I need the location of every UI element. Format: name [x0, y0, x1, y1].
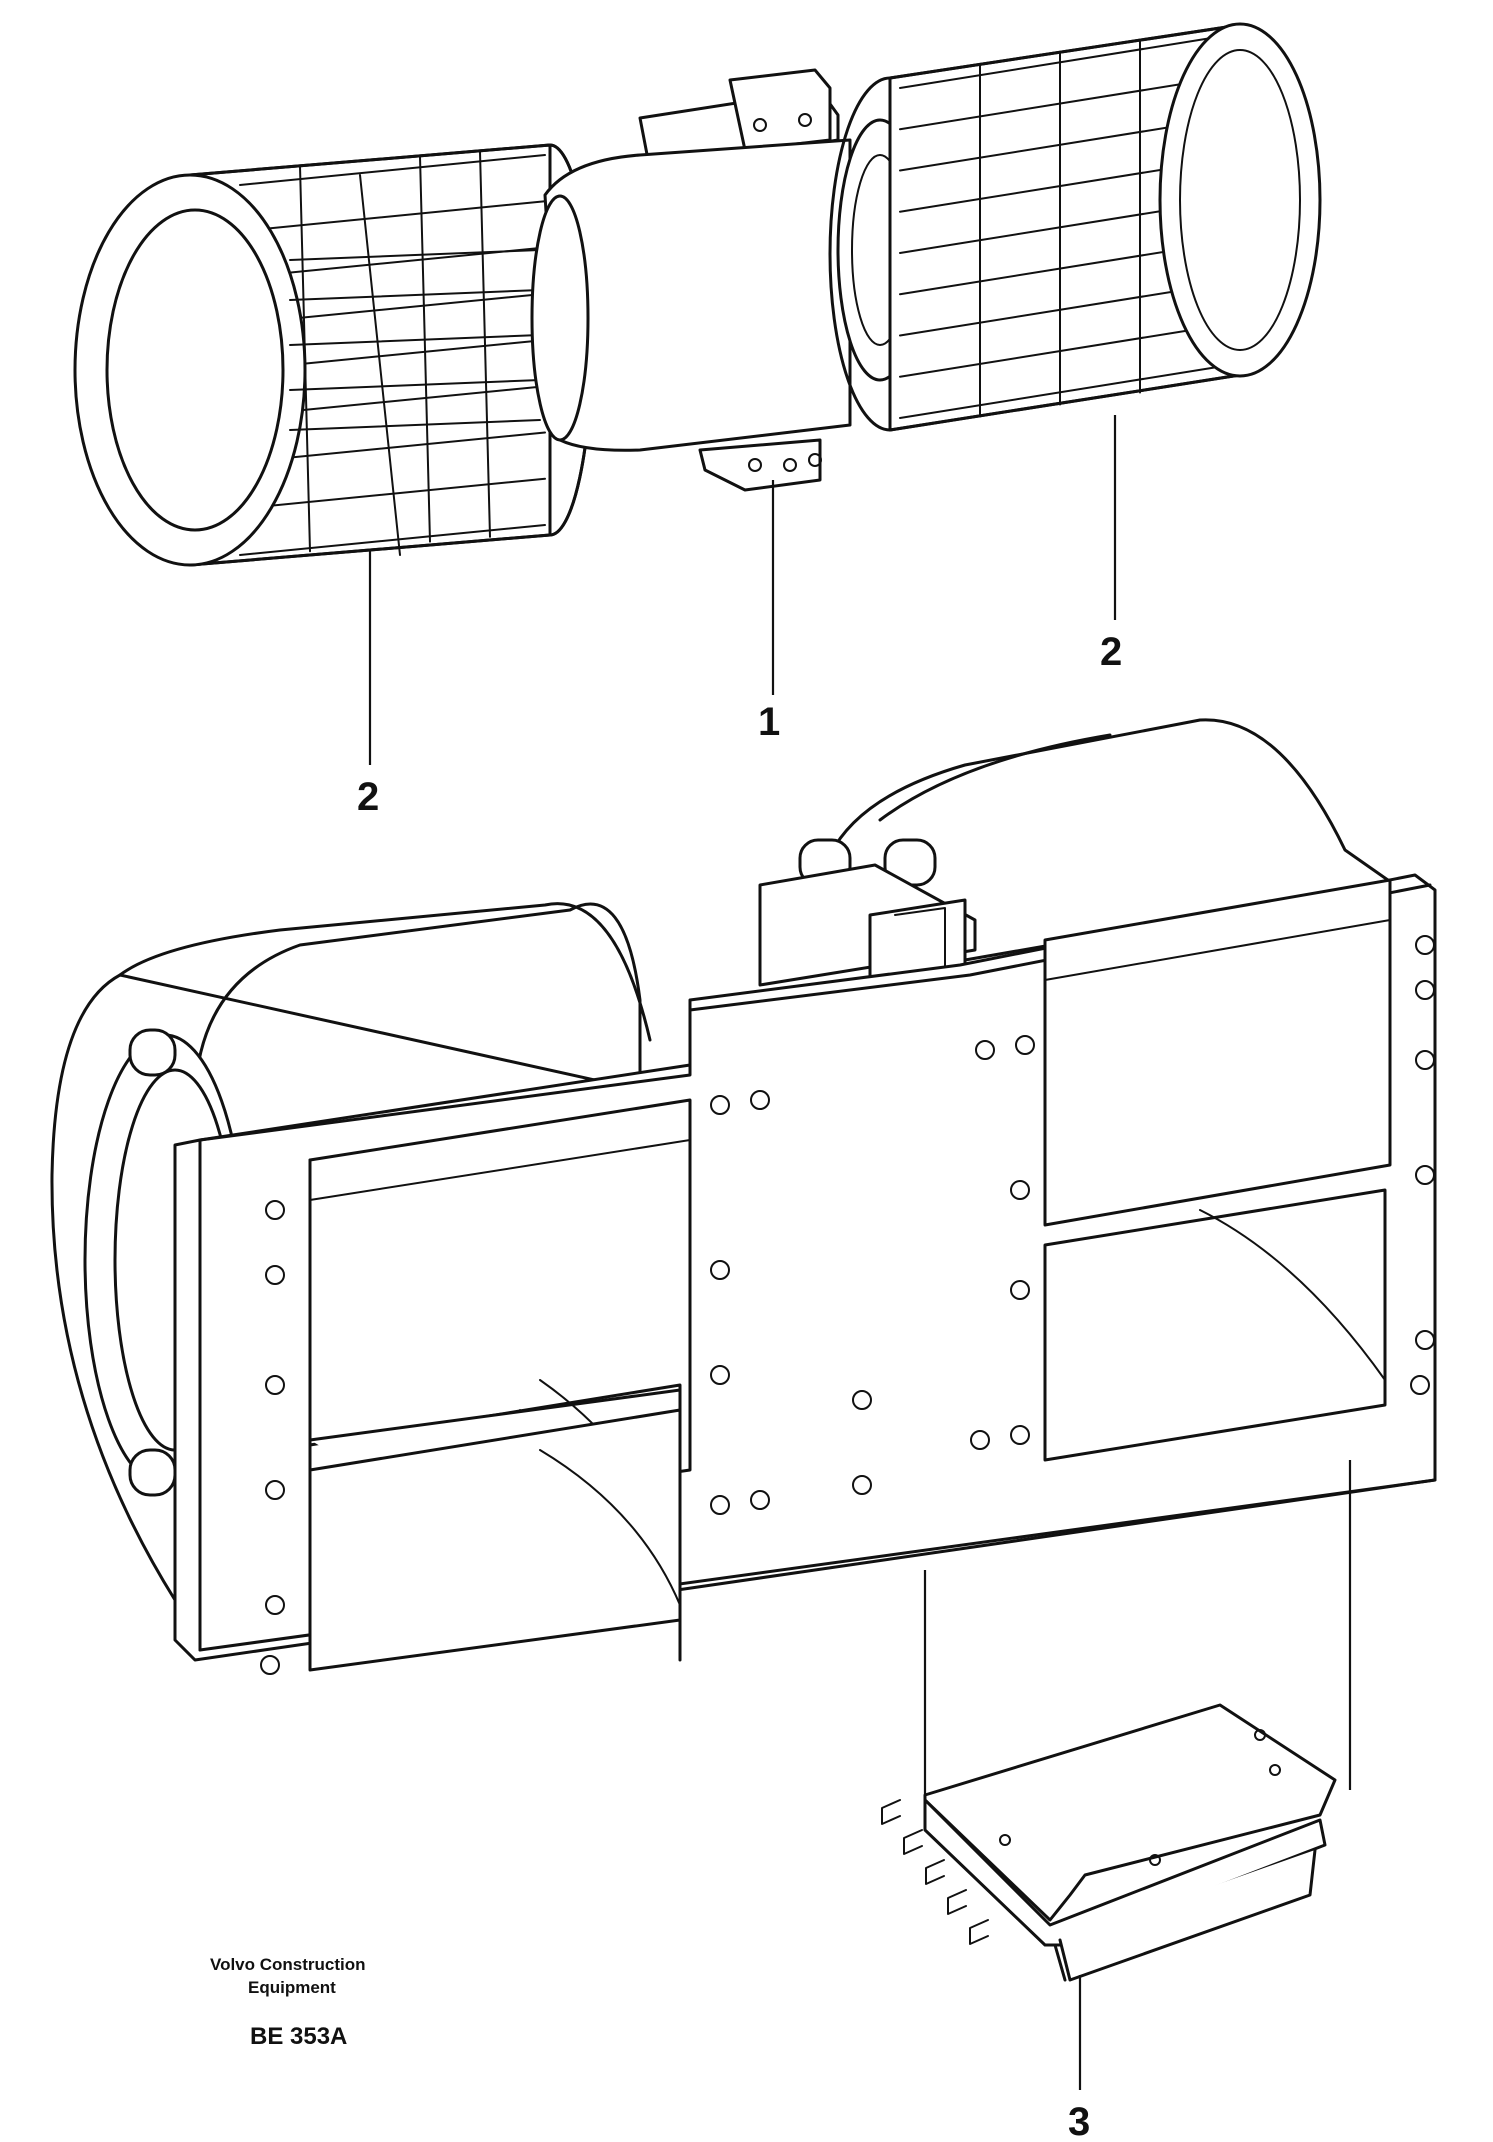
- bolt-hole: [1415, 1330, 1435, 1350]
- resistor-terminal: [925, 1859, 945, 1885]
- fan-slat: [899, 364, 1231, 419]
- fan-rib: [419, 155, 431, 543]
- fan-slat: [899, 75, 1231, 131]
- bolt-hole: [265, 1265, 285, 1285]
- callout-3: 3: [1068, 2100, 1090, 2142]
- fan-slat: [239, 200, 546, 233]
- bolt-hole: [852, 1390, 872, 1410]
- resistor-terminal: [881, 1799, 901, 1825]
- bolt-hole: [265, 1595, 285, 1615]
- bolt-hole: [1410, 1375, 1430, 1395]
- fan-slat: [239, 524, 546, 556]
- bolt-hole: [1010, 1180, 1030, 1200]
- bolt-hole: [265, 1200, 285, 1220]
- resistor-terminal: [969, 1919, 989, 1945]
- figure-code: BE 353A: [250, 2023, 347, 2050]
- bolt-hole: [1415, 1165, 1435, 1185]
- bolt-hole: [710, 1495, 730, 1515]
- resistor-terminal: [947, 1889, 967, 1915]
- fan-slat: [239, 154, 546, 186]
- blower-housing: [50, 718, 1437, 1675]
- bolt-hole: [710, 1365, 730, 1385]
- fan-slat: [899, 34, 1231, 89]
- bolt-hole: [1010, 1280, 1030, 1300]
- callout-1: 1: [758, 700, 780, 744]
- fan-slat: [239, 477, 546, 510]
- fan-wheel-left: [73, 143, 594, 567]
- bolt-hole: [750, 1490, 770, 1510]
- blower-motor: [530, 68, 924, 492]
- bolt-hole: [975, 1040, 995, 1060]
- bolt-hole: [710, 1095, 730, 1115]
- manufacturer-line-1: Volvo Construction: [210, 1955, 366, 1974]
- bolt-hole: [1415, 980, 1435, 1000]
- bolt-hole: [1010, 1425, 1030, 1445]
- fan-wheel-right: [828, 22, 1322, 432]
- fan-rib: [479, 150, 491, 538]
- callout-2-right: 2: [1100, 630, 1122, 674]
- manufacturer-line-2: Equipment: [248, 1978, 336, 1997]
- bolt-hole: [750, 1090, 770, 1110]
- bolt-hole: [265, 1375, 285, 1395]
- bolt-hole: [265, 1480, 285, 1500]
- callout-2-left: 2: [357, 775, 379, 819]
- fan-slat: [899, 322, 1231, 378]
- blower-resistor: [881, 1703, 1337, 1982]
- bolt-hole: [970, 1430, 990, 1450]
- bolt-hole: [1015, 1035, 1035, 1055]
- bolt-hole: [710, 1260, 730, 1280]
- bolt-hole: [1415, 935, 1435, 955]
- resistor-terminal: [903, 1829, 923, 1855]
- bolt-hole: [1415, 1050, 1435, 1070]
- bolt-hole: [852, 1475, 872, 1495]
- bolt-hole: [260, 1655, 280, 1675]
